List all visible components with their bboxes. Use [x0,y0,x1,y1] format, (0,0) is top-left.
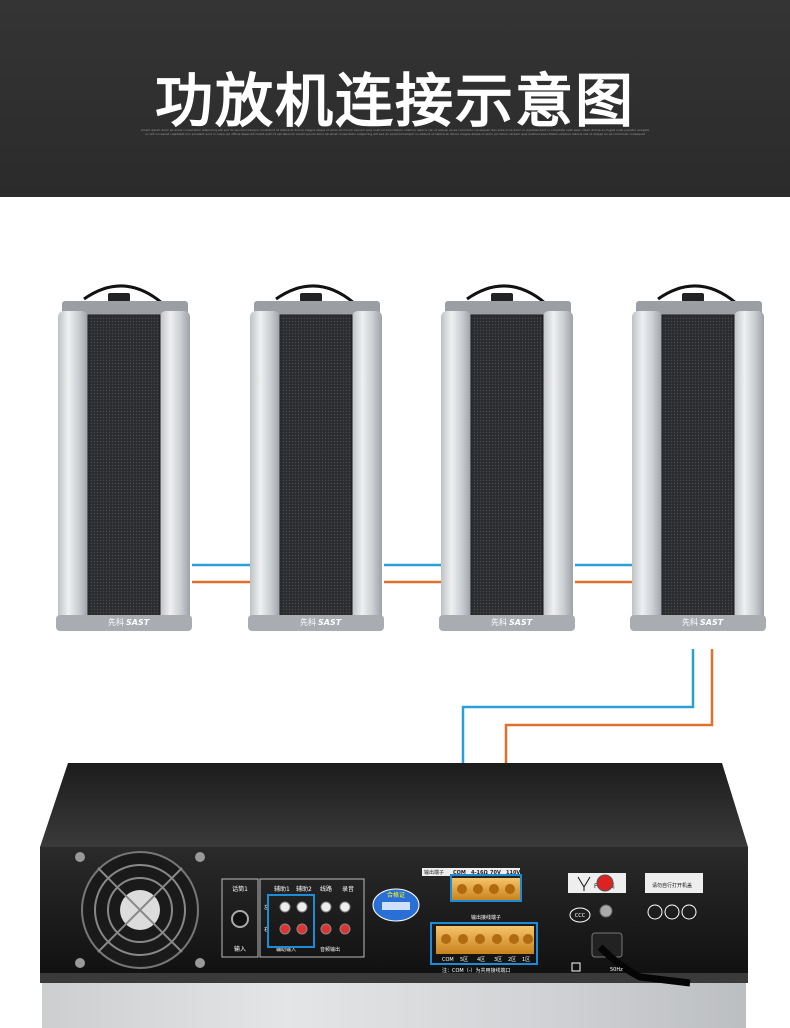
power-spec: 50Hz [610,967,623,973]
speaker-terminal-highlight [450,874,522,902]
terminal-70v: 70V [490,870,501,876]
tone-label: 录音 [342,885,354,893]
page-title: 功放机连接示意图 [154,67,635,135]
connection-diagram: 先科 SAST 先科 SAST 先科 SAST 先科 SAST [40,284,768,1028]
cooling-fan [75,851,205,969]
speaker-wires [192,563,635,584]
speaker-brand-cn: 先科 [491,617,507,627]
warning-label: 请勿自行打开机盖 [652,882,692,889]
zone-header: 输出接线端子 [471,914,501,921]
zone-2: 2区 [508,957,516,963]
input-panel: 话筒1 输入 辅助1 辅助2 线路 录音 左 右 辅助输入 音频输出 [221,878,365,958]
left-channel-mark: 左 [264,904,269,911]
speaker-brand-en: SAST [318,618,342,627]
line-bottom-label: 音频输出 [320,946,340,953]
zone-note: 注：COM（-）为共用接线端口 [442,967,511,974]
aux1-label: 辅助1 [274,885,290,893]
zone-1: 1区 [522,957,530,963]
terminal-ohm: 4-16Ω [471,870,489,876]
record-label: 线路 [320,885,332,893]
zone-com: COM [442,957,454,963]
header-banner: 功放机连接示意图 Lorem ipsum dolor sit amet cons… [0,0,790,197]
column-speaker-1: 先科 SAST [54,284,194,633]
zone-5: 5区 [460,957,468,963]
double-insulation-icon [571,962,581,972]
right-channel-mark: 右 [264,926,269,933]
zone-terminal-highlight [430,922,538,965]
input-label: 话筒1 [232,885,248,893]
aux-bottom-label: 辅助输入 [276,946,296,953]
speaker-brand-cn: 先科 [108,617,124,627]
aux2-label: 辅助2 [296,885,312,893]
terminal-heading: 输出端子 [424,869,444,876]
input-bottom-label: 输入 [234,945,246,953]
speaker-brand-cn: 先科 [682,617,698,627]
aux-input-highlight [267,894,315,948]
speaker-brand-cn: 先科 [300,617,316,627]
speaker-terminals: 输出端子 COM 4-16Ω 70V 110V 输出接线端子 COM 5区 4区… [422,868,538,974]
terminal-com: COM [453,870,466,876]
ccc-mark: CCC [575,913,586,919]
antenna-icon [577,876,591,891]
column-speaker-4: 先科 SAST [628,284,768,633]
cert-label: 合格证 [387,891,405,899]
terminal-110v: 110V [506,870,520,876]
speaker-brand-en: SAST [509,618,533,627]
cert-badge: 合格证 [372,888,420,922]
zone-3: 3区 [494,957,502,963]
power-cord [597,944,691,987]
speaker-brand-en: SAST [126,618,150,627]
column-speaker-2: 先科 SAST [246,284,386,633]
ground-screw-icon [599,904,613,918]
column-speaker-3: 先科 SAST [437,284,577,633]
speaker-brand-en: SAST [700,618,724,627]
power-panel: FM天线 请勿自行打开机盖 CCC 50Hz [568,873,703,987]
header-fine-print: Lorem ipsum dolor sit amet consectetur a… [140,128,650,136]
zone-4: 4区 [477,957,485,963]
